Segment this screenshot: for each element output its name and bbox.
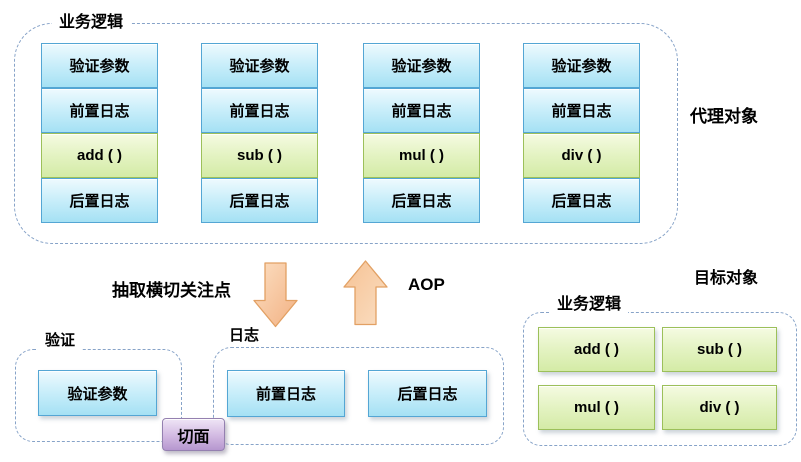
after-log-cell: 后置日志 <box>201 178 318 223</box>
validation-container <box>15 349 182 442</box>
down-arrow-icon <box>253 262 298 328</box>
aspect-box: 切面 <box>162 418 225 451</box>
add-method-cell: add ( ) <box>41 133 158 178</box>
proxy-object-container <box>14 23 678 244</box>
after-log-cell: 后置日志 <box>363 178 480 223</box>
before-log-cell: 前置日志 <box>201 88 318 133</box>
before-log-box: 前置日志 <box>227 370 345 417</box>
proxy-column-sub: 验证参数 前置日志 sub ( ) 后置日志 <box>201 43 318 223</box>
proxy-column-add: 验证参数 前置日志 add ( ) 后置日志 <box>41 43 158 223</box>
logging-title: 日志 <box>222 326 267 345</box>
add-method-box: add ( ) <box>538 327 655 372</box>
validate-params-cell: 验证参数 <box>523 43 640 88</box>
proxy-column-mul: 验证参数 前置日志 mul ( ) 后置日志 <box>363 43 480 223</box>
before-log-cell: 前置日志 <box>41 88 158 133</box>
logging-container <box>213 347 504 445</box>
div-method-cell: div ( ) <box>523 133 640 178</box>
target-object-label: 目标对象 <box>694 270 759 287</box>
sub-method-box: sub ( ) <box>662 327 777 372</box>
before-log-cell: 前置日志 <box>363 88 480 133</box>
after-log-cell: 后置日志 <box>523 178 640 223</box>
target-container-title: 业务逻辑 <box>550 295 629 314</box>
validate-params-cell: 验证参数 <box>41 43 158 88</box>
validate-params-cell: 验证参数 <box>201 43 318 88</box>
proxy-container-title: 业务逻辑 <box>52 13 131 32</box>
validate-params-cell: 验证参数 <box>363 43 480 88</box>
proxy-column-div: 验证参数 前置日志 div ( ) 后置日志 <box>523 43 640 223</box>
validate-params-box: 验证参数 <box>38 370 157 416</box>
proxy-object-label: 代理对象 <box>690 107 758 126</box>
aop-label: AOP <box>408 275 445 294</box>
target-container <box>523 312 797 446</box>
div-method-box: div ( ) <box>662 385 777 430</box>
mul-method-box: mul ( ) <box>538 385 655 430</box>
extract-crosscut-label: 抽取横切关注点 <box>112 281 231 300</box>
sub-method-cell: sub ( ) <box>201 133 318 178</box>
up-arrow-icon <box>343 260 388 326</box>
before-log-cell: 前置日志 <box>523 88 640 133</box>
mul-method-cell: mul ( ) <box>363 133 480 178</box>
after-log-box: 后置日志 <box>368 370 487 417</box>
validation-title: 验证 <box>38 331 83 350</box>
after-log-cell: 后置日志 <box>41 178 158 223</box>
